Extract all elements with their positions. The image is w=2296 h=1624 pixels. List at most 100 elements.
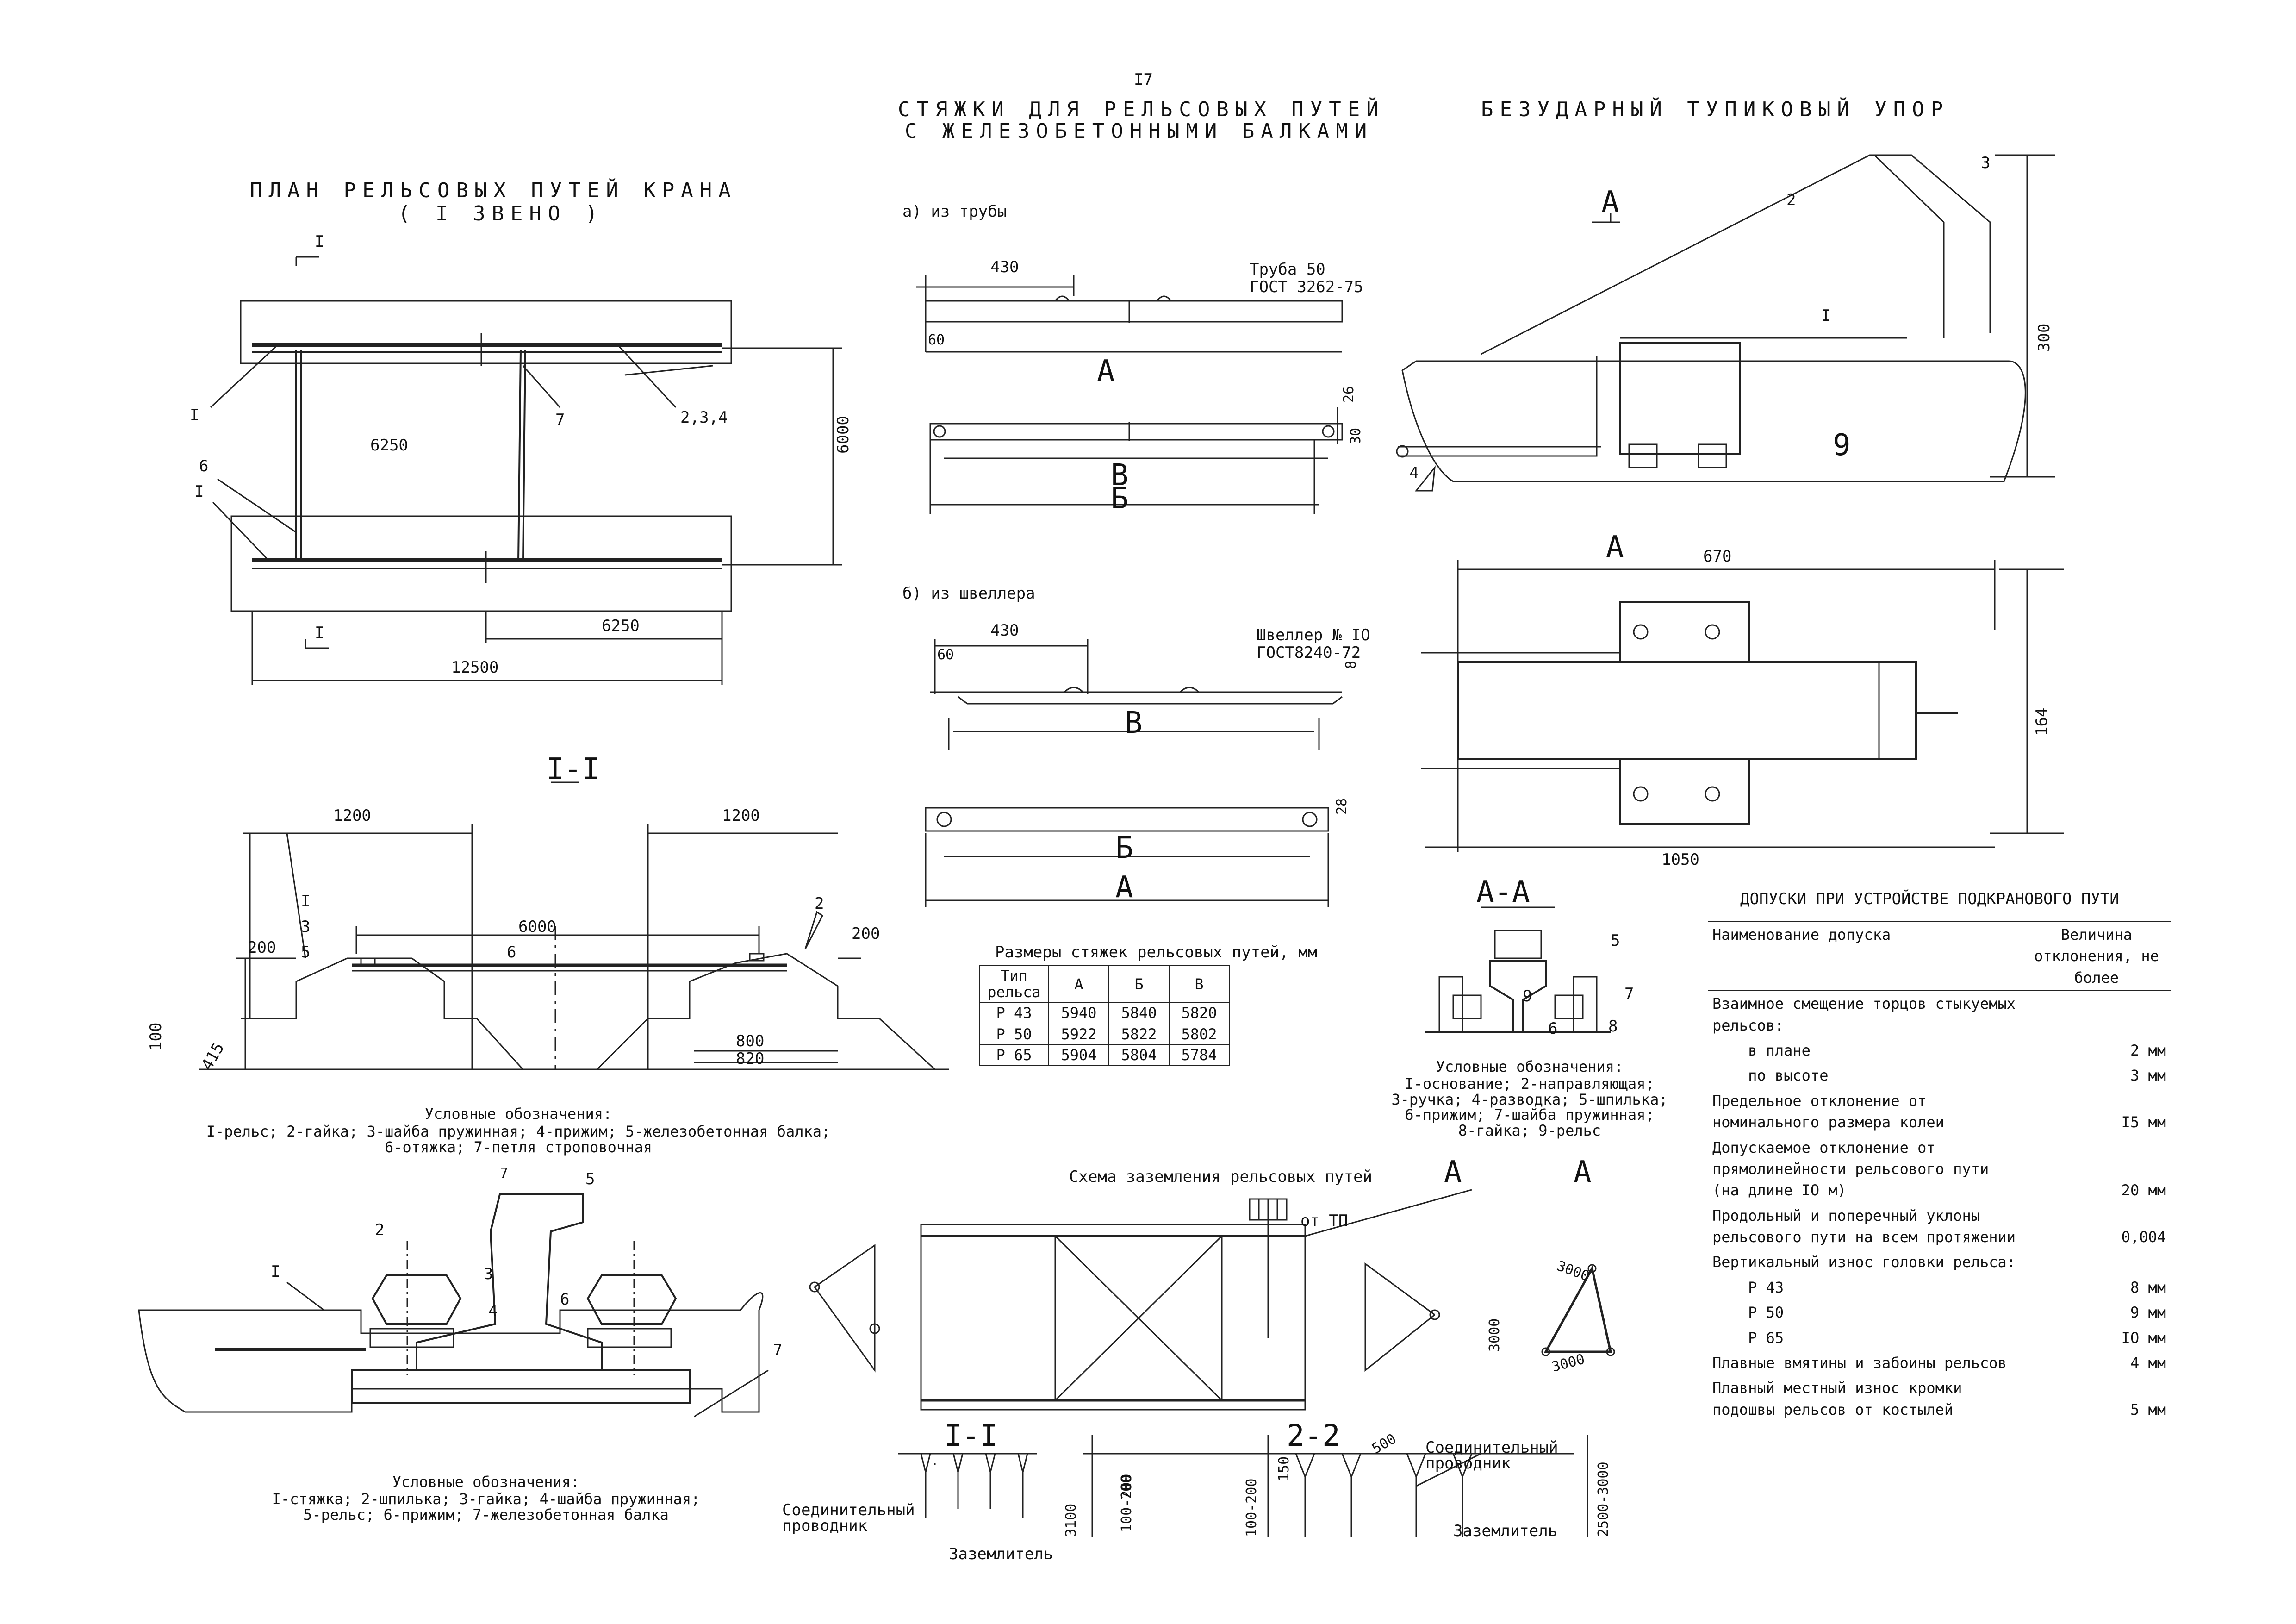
plan-dim-span: 6250 bbox=[370, 436, 408, 455]
ties-pipe-drawing bbox=[916, 275, 1343, 514]
stop-dim-164: 164 bbox=[2033, 707, 2051, 736]
sizes-cell: 5802 bbox=[1169, 1023, 1230, 1045]
aa-legend: I-основание; 2-направляющая; 3-ручка; 4-… bbox=[1391, 1075, 1668, 1139]
plan-drawing bbox=[210, 256, 842, 685]
sizes-cell: 5922 bbox=[1048, 1023, 1109, 1045]
tolerance-value: 0,004 bbox=[2121, 1228, 2166, 1246]
section-aa-drawing bbox=[1425, 906, 1611, 1033]
gr-dim-3100: 3100 bbox=[1063, 1503, 1079, 1537]
tolerance-name: Взаимное смещение торцов стыкуемых рельс… bbox=[1712, 995, 2025, 1034]
gr-dim-2500-3000: 2500-3000 bbox=[1595, 1462, 1612, 1537]
ties-dim-60a: 60 bbox=[928, 332, 945, 348]
tolerance-name: Р 65 bbox=[1712, 1329, 1784, 1347]
detail-callout-2: 2 bbox=[375, 1221, 385, 1239]
table-row: Взаимное смещение торцов стыкуемых рельс… bbox=[1708, 991, 2171, 1038]
plan-dim-half: 6250 bbox=[602, 617, 640, 635]
tolerance-value: 9 мм bbox=[2130, 1304, 2166, 1322]
s1-dim-820: 820 bbox=[736, 1049, 765, 1068]
plan-section-mark-2: I bbox=[315, 624, 324, 642]
tolerances-col2: Величина отклонения, не более bbox=[2022, 921, 2171, 992]
tolerance-name: Продольный и поперечный уклоны рельсовог… bbox=[1712, 1206, 2016, 1246]
ties-letter-a2: A bbox=[1115, 870, 1133, 905]
grounding-electrode-right: Заземлитель bbox=[1453, 1522, 1558, 1540]
sizes-caption: Размеры стяжек рельсовых путей, мм bbox=[995, 943, 1317, 962]
sizes-cell: 5822 bbox=[1108, 1023, 1170, 1045]
detail-callout-6: 6 bbox=[560, 1290, 570, 1309]
tolerance-name: Р 50 bbox=[1712, 1304, 1784, 1322]
aa-callout-5: 5 bbox=[1611, 931, 1620, 950]
tolerance-name: Допускаемое отклонение от прямолинейност… bbox=[1712, 1138, 1998, 1199]
s1-callout-5: 5 bbox=[301, 943, 311, 962]
aa-legend-title: Условные обозначения: bbox=[1436, 1058, 1624, 1075]
gr-dim-100-200b: 100-200 bbox=[1244, 1478, 1260, 1537]
sizes-header-row: Тип рельса A Б B bbox=[979, 965, 1230, 1004]
s1-legend: I-рельс; 2-гайка; 3-шайба пружинная; 4-п… bbox=[206, 1123, 831, 1156]
tolerance-name: в плане bbox=[1712, 1041, 1811, 1059]
detail-legend-title: Условные обозначения: bbox=[392, 1473, 580, 1491]
grounding-sec1: I-I bbox=[944, 1419, 998, 1453]
detail-callout-5: 5 bbox=[585, 1170, 595, 1188]
stop-drawing bbox=[1396, 154, 2055, 492]
s1-callout-1: I bbox=[301, 892, 311, 911]
detail-number: 7 bbox=[500, 1165, 509, 1181]
detail-callout-7: 7 bbox=[773, 1341, 783, 1360]
s1-callout-2: 2 bbox=[815, 894, 824, 913]
section-1-drawing bbox=[199, 781, 949, 1070]
plan-callout-1: I bbox=[190, 406, 199, 425]
ties-variant-b: б) из швеллера bbox=[902, 584, 1035, 603]
ties-pipe-label: Труба 50 bbox=[1250, 260, 1325, 279]
tolerance-name: Вертикальный износ головки рельса: bbox=[1712, 1253, 2016, 1271]
s1-dim-200a: 200 bbox=[248, 938, 276, 957]
ties-letter-b: B bbox=[1111, 458, 1129, 493]
sizes-header: Б bbox=[1108, 965, 1170, 1004]
table-row: Р 65 5904 5804 5784 bbox=[979, 1044, 1230, 1066]
s1-dim-200b: 200 bbox=[852, 924, 880, 943]
detail-legend: I-стяжка; 2-шпилька; 3-гайка; 4-шайба пр… bbox=[272, 1490, 700, 1524]
sizes-header: B bbox=[1169, 965, 1230, 1004]
grounding-conductor-right: Соединительный проводник bbox=[1425, 1438, 1558, 1473]
grounding-electrode-left: Заземлитель bbox=[949, 1545, 1053, 1563]
gr-dim-100-200: 100-200 bbox=[1119, 1474, 1135, 1532]
sizes-header: A bbox=[1048, 965, 1109, 1004]
stop-dim-300: 300 bbox=[2035, 323, 2053, 352]
stop-dim-1050: 1050 bbox=[1661, 850, 1699, 869]
tolerance-value: 2 мм bbox=[2130, 1041, 2166, 1059]
ties-dim-26: 26 bbox=[1341, 386, 1357, 403]
tolerance-name: по высоте bbox=[1712, 1067, 1829, 1085]
grounding-title: Схема заземления рельсовых путей bbox=[1069, 1168, 1373, 1186]
plan-callout-7: 7 bbox=[555, 411, 565, 429]
page-number: I7 bbox=[1134, 70, 1153, 89]
s1-callout-6: 6 bbox=[507, 943, 516, 962]
table-row: Р 43 5940 5840 5820 bbox=[979, 1002, 1230, 1024]
aa-callout-8: 8 bbox=[1608, 1017, 1618, 1036]
tolerances-title: ДОПУСКИ ПРИ УСТРОЙСТВЕ ПОДКРАНОВОГО ПУТИ bbox=[1740, 890, 2119, 908]
sizes-cell: Р 43 bbox=[979, 1002, 1049, 1024]
grounding-mark-a2: A bbox=[1574, 1155, 1592, 1189]
sizes-table: Тип рельса A Б B Р 43 5940 5840 5820 Р 5… bbox=[979, 965, 1230, 1066]
s1-dim-1200a: 1200 bbox=[333, 806, 371, 825]
tolerance-name: Плавные вмятины и забоины рельсов bbox=[1712, 1354, 2007, 1372]
s1-callout-3: 3 bbox=[301, 918, 311, 936]
tolerance-name: Плавный местный износ кромки подошвы рел… bbox=[1712, 1379, 1971, 1418]
grounding-from-tp: от ТП bbox=[1300, 1212, 1348, 1230]
s1-legend-title: Условные обозначения: bbox=[424, 1105, 612, 1123]
sizes-cell: 5820 bbox=[1169, 1002, 1230, 1024]
ties-dim-8: 8 bbox=[1343, 660, 1359, 669]
stop-callout-3: 3 bbox=[1981, 154, 1991, 172]
ties-subtitle: С ЖЕЛЕЗОБЕТОННЫМИ БАЛКАМИ bbox=[905, 119, 1374, 143]
table-row: Вертикальный износ головки рельса: bbox=[1708, 1249, 2171, 1274]
ties-letter-a: A bbox=[1097, 354, 1115, 388]
section-aa-title: A-A bbox=[1476, 875, 1530, 909]
ties-letter-be: Б bbox=[1111, 481, 1129, 516]
ties-letter-b2: B bbox=[1125, 706, 1143, 740]
aa-callout-9: 9 bbox=[1523, 987, 1532, 1006]
table-row: Плавный местный износ кромки подошвы рел… bbox=[1708, 1375, 2171, 1422]
detail-callout-1: I bbox=[271, 1262, 280, 1281]
plan-subtitle: ( I ЗВЕНО ) bbox=[398, 202, 604, 225]
sizes-cell: 5804 bbox=[1108, 1044, 1170, 1066]
tolerance-value: 3 мм bbox=[2130, 1067, 2166, 1085]
tolerances-header-row: Наименование допуска Величина отклонения… bbox=[1708, 921, 2171, 992]
s1-dim-100: 100 bbox=[147, 1022, 165, 1051]
